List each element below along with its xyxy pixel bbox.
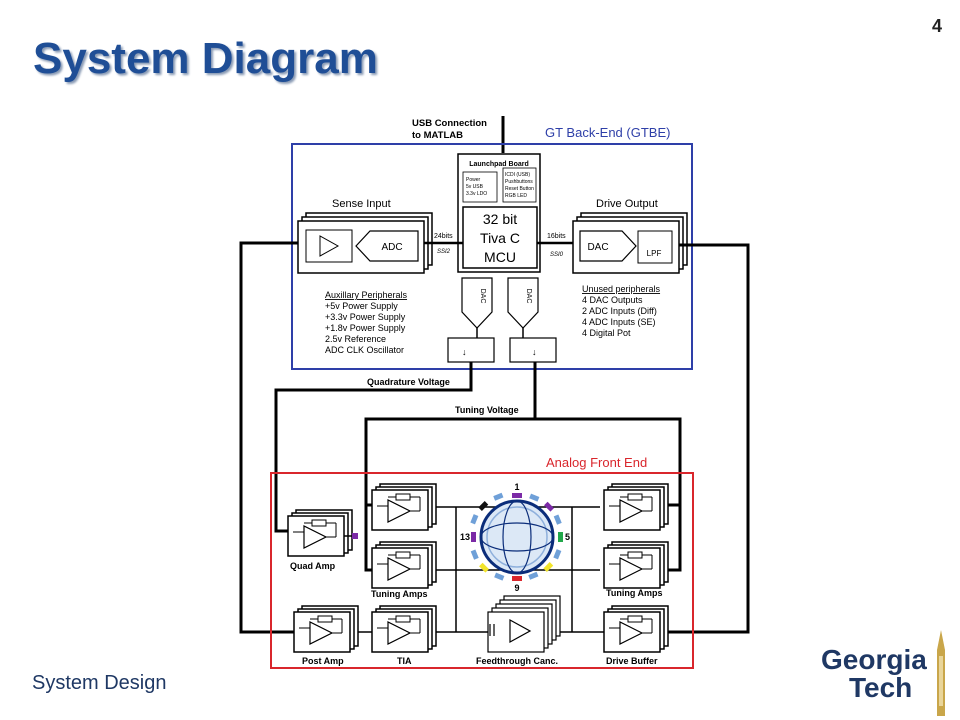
dac-shape (579, 230, 637, 262)
logo-line-1: Georgia (821, 644, 927, 675)
svg-text:↓: ↓ (462, 347, 467, 357)
tuning-voltage-wire (364, 362, 537, 507)
tuning-amps-right-label: Tuning Amps (606, 588, 663, 598)
aux-item-4: 2.5v Reference (325, 334, 386, 344)
gtbe-title: GT Back-End (GTBE) (545, 125, 670, 140)
launchpad-icdi-l1: ICDI (USB) (505, 172, 530, 178)
unused-item-4: 4 Digital Pot (582, 328, 631, 338)
aux-item-3: +1.8v Power Supply (325, 323, 406, 333)
tuning-amp-left-2 (371, 541, 437, 589)
launchpad-power-l2: 5v USB (466, 184, 484, 190)
georgia-tech-logo: Georgia Tech (815, 628, 955, 718)
aux-item-1: +5v Power Supply (325, 301, 398, 311)
ssi2-label: SSI2 (437, 249, 451, 255)
quad-driver-box (447, 337, 495, 363)
usb-label-1: USB Connection (412, 118, 487, 129)
drive-buffer (603, 605, 669, 653)
drive-wire (664, 243, 750, 634)
tech-tower-icon (937, 630, 945, 716)
dac-small-left-label: DAC (479, 289, 486, 304)
dac-small-right-label: DAC (525, 289, 532, 304)
drive-buffer-label: Drive Buffer (606, 656, 658, 666)
gtbe-frame (291, 143, 693, 370)
feedthrough-canc (487, 595, 561, 653)
launchpad-title: Launchpad Board (469, 161, 529, 168)
launchpad-power-l3: 3.3v LDO (466, 191, 487, 197)
adc-label: ADC (381, 242, 402, 253)
tuning-voltage-label: Tuning Voltage (455, 405, 519, 415)
launchpad-icdi-l2: Pushbuttons (505, 179, 533, 185)
footer-text: System Design (32, 672, 167, 694)
post-amp-label: Post Amp (302, 656, 344, 666)
tuning-amp-right-2 (603, 541, 669, 589)
dac-small-right (507, 277, 539, 329)
mcu-line-3: MCU (484, 249, 516, 265)
electrodes (470, 492, 563, 581)
tia (371, 605, 437, 653)
aux-item-2: +3.3v Power Supply (325, 312, 406, 322)
bits-16: 16bits (547, 233, 566, 240)
aux-title: Auxillary Peripherals (325, 290, 408, 300)
bits-24: 24bits (434, 233, 453, 240)
sense-input-label: Sense Input (332, 198, 391, 210)
mcu-box (462, 206, 538, 269)
quad-voltage-wire (274, 362, 473, 533)
post-amp (293, 605, 359, 653)
launchpad-power-box (462, 171, 498, 203)
quad-voltage-label: Quadrature Voltage (367, 377, 450, 387)
electrode-1: 1 (514, 482, 519, 492)
tuning-amps-left-label: Tuning Amps (371, 589, 428, 599)
tuning-driver-box (509, 337, 557, 363)
lpf-label: LPF (647, 249, 662, 258)
afe-frame (270, 472, 694, 669)
adc-shape (355, 230, 419, 262)
dac-small-left (461, 277, 493, 329)
drive-output-label: Drive Output (596, 198, 658, 210)
quad-amp (287, 509, 353, 557)
quad-amp-output-pin (352, 533, 358, 539)
logo-line-2: Tech (849, 672, 913, 703)
usb-label-2: to MATLAB (412, 130, 463, 141)
svg-text:↓: ↓ (532, 347, 537, 357)
aux-item-5: ADC CLK Oscillator (325, 345, 404, 355)
mcu-line-1: 32 bit (483, 211, 517, 227)
ssi0-label: SSI0 (550, 252, 564, 258)
unused-item-2: 2 ADC Inputs (Diff) (582, 306, 657, 316)
slide-title: System Diagram (33, 34, 378, 83)
afe-title: Analog Front End (546, 455, 647, 470)
unused-title: Unused peripherals (582, 284, 661, 294)
electrode-9: 9 (514, 583, 519, 593)
tuning-amp-right-1 (603, 483, 669, 531)
unused-item-1: 4 DAC Outputs (582, 295, 643, 305)
dac-label: DAC (587, 242, 608, 253)
launchpad-icdi-l3: Reset Button (505, 186, 534, 192)
tuning-amp-left-1 (371, 483, 437, 531)
feedthrough-label: Feedthrough Canc. (476, 656, 558, 666)
page-number: 4 (931, 16, 942, 36)
lpf-box (637, 230, 673, 264)
unused-item-3: 4 ADC Inputs (SE) (582, 317, 656, 327)
launchpad-power-l1: Power (466, 177, 481, 183)
quad-amp-label: Quad Amp (290, 561, 336, 571)
resonator (479, 499, 555, 575)
launchpad-icdi-box (502, 167, 537, 203)
electrode-13: 13 (460, 532, 470, 542)
tia-label: TIA (397, 656, 412, 666)
launchpad-icdi-l4: RGB LED (505, 193, 527, 199)
mcu-line-2: Tiva C (480, 230, 520, 246)
electrode-5: 5 (565, 532, 570, 542)
